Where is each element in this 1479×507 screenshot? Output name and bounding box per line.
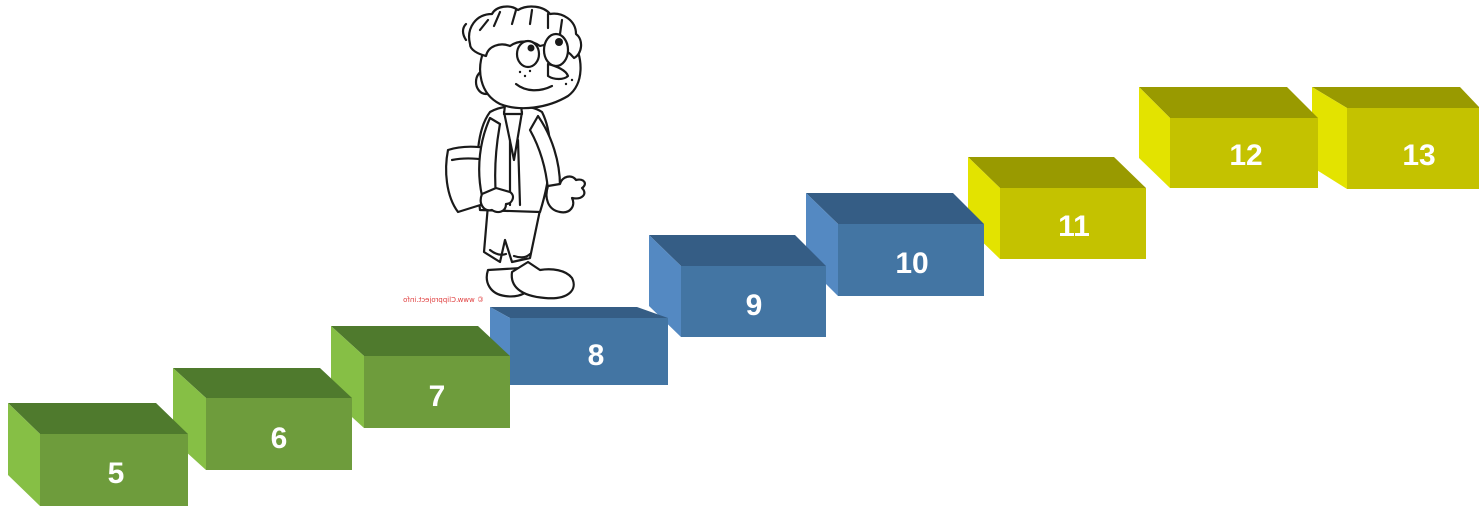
step-12-label: 12 [1229, 139, 1262, 172]
step-8-top [490, 307, 668, 318]
boy-eye-front [544, 34, 568, 66]
step-12-top [1139, 87, 1318, 118]
boy-pants [484, 205, 540, 262]
step-13-label: 13 [1402, 139, 1435, 172]
illustration-credit: © www.Clipproject.info [403, 296, 484, 304]
step-5-label: 5 [108, 457, 125, 490]
boy-pupil-front [555, 38, 563, 46]
step-13: 13 [1312, 87, 1479, 189]
step-8: 8 [490, 307, 668, 385]
step-6: 6 [173, 368, 352, 470]
step-6-label: 6 [271, 422, 288, 455]
step-7-label: 7 [429, 380, 446, 413]
step-8-label: 8 [588, 339, 605, 372]
boy-eye-back [517, 41, 539, 67]
step-5: 5 [8, 403, 188, 506]
step-10: 10 [806, 193, 984, 296]
step-10-label: 10 [895, 247, 928, 280]
cartoon-boy-illustration [446, 7, 585, 299]
boy-pupil-back [528, 45, 535, 52]
step-9-label: 9 [746, 289, 763, 322]
step-11: 11 [968, 157, 1146, 259]
step-12: 12 [1139, 87, 1318, 188]
steps-layer: 13 12 11 10 9 [8, 87, 1479, 506]
step-9: 9 [649, 235, 826, 337]
step-7: 7 [331, 326, 510, 428]
step-11-label: 11 [1058, 210, 1090, 243]
